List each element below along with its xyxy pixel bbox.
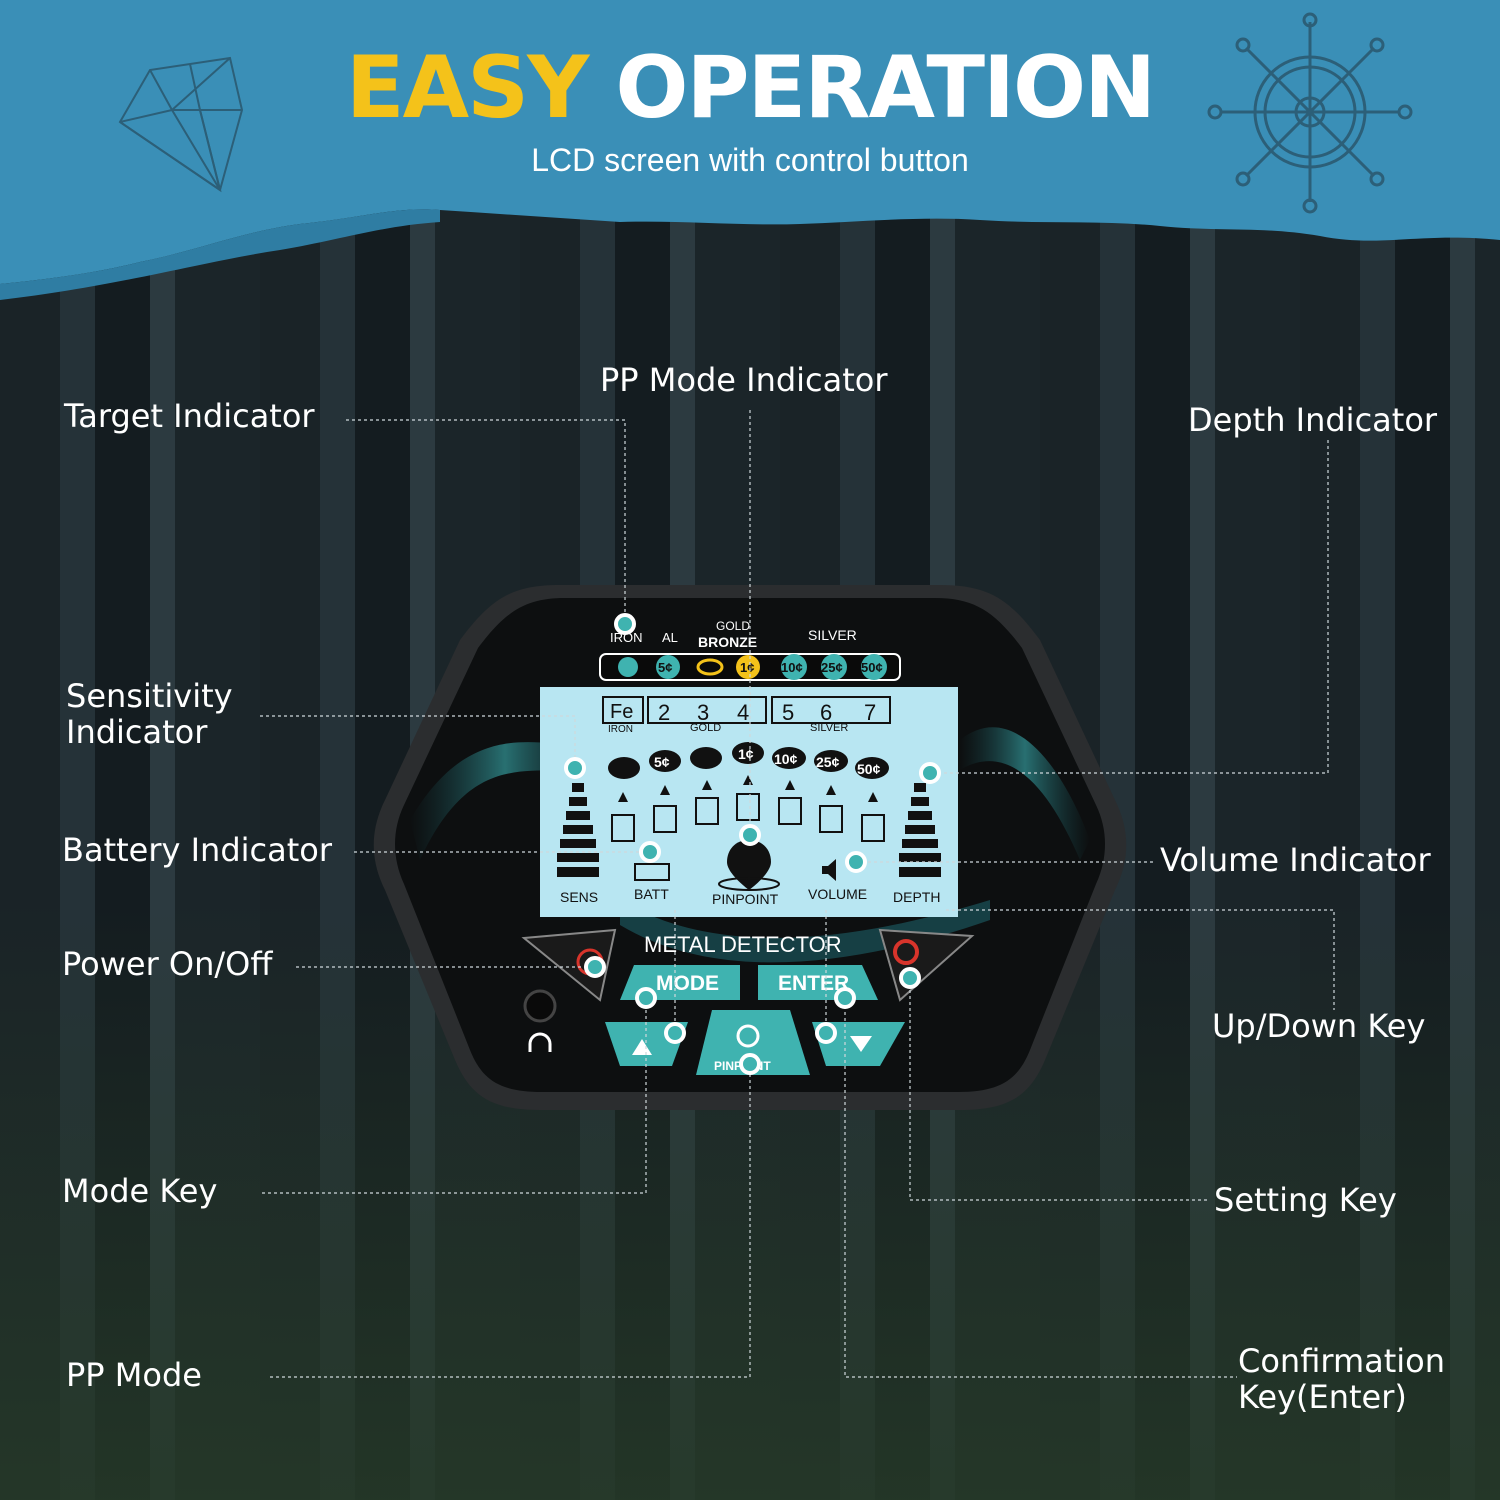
mode-button-label: MODE	[656, 972, 719, 995]
callout-mode-key: Mode Key	[62, 1172, 218, 1210]
strip-coin-1: 1¢	[740, 660, 754, 675]
lcd-seg-4: 4	[737, 700, 749, 725]
lcd-batt-label: BATT	[634, 886, 669, 902]
lcd-seg-5: 5	[782, 700, 794, 725]
lcd-sens-label: SENS	[560, 889, 598, 905]
lcd-seg-fe: Fe	[610, 701, 633, 723]
lcd-depth-label: DEPTH	[893, 889, 940, 905]
lcd-seg-7: 7	[864, 700, 876, 725]
label-silver: SILVER	[808, 627, 857, 643]
callout-battery-indicator: Battery Indicator	[62, 831, 333, 869]
strip-coin-5: 5¢	[658, 660, 672, 675]
callout-up-down-key: Up/Down Key	[1212, 1007, 1426, 1045]
headphones-icon	[528, 1032, 552, 1052]
callout-sensitivity-line1: Sensitivity	[66, 677, 233, 715]
callout-confirmation-line1: Confirmation	[1238, 1342, 1446, 1380]
label-al: AL	[662, 630, 678, 645]
strip-coin-50: 50¢	[861, 660, 883, 675]
diamond-icon	[118, 56, 244, 193]
lcd-gold-label: GOLD	[690, 722, 721, 734]
header-banner	[0, 0, 1500, 300]
enter-button-label: ENTER	[778, 972, 849, 995]
label-gold: GOLD	[716, 619, 750, 633]
strip-coin-25: 25¢	[821, 660, 843, 675]
callout-sensitivity-line2: Indicator	[66, 713, 208, 751]
label-bronze: BRONZE	[698, 634, 757, 650]
callout-confirmation-key: Confirmation Key(Enter)	[1238, 1343, 1445, 1415]
callout-pp-mode-indicator: PP Mode Indicator	[600, 361, 888, 399]
lcd-coin-50: 50¢	[857, 761, 881, 777]
headphone-jack	[523, 989, 557, 1023]
strip-coin-10: 10¢	[781, 660, 803, 675]
callout-volume-indicator: Volume Indicator	[1160, 841, 1431, 879]
enter-button[interactable]: ENTER	[758, 965, 878, 1000]
brand-label: METAL DETECTOR	[644, 932, 842, 957]
lcd-iron-label: IRON	[608, 724, 633, 735]
lcd-silver-label: SILVER	[810, 722, 848, 734]
lcd-seg-6: 6	[820, 700, 832, 725]
ship-wheel-icon	[1207, 12, 1413, 214]
callout-setting-key: Setting Key	[1214, 1181, 1397, 1219]
lcd-seg-2: 2	[658, 700, 670, 725]
lcd-pinpoint-label: PINPOINT	[712, 891, 779, 907]
lcd-coin-5: 5¢	[654, 754, 670, 770]
title-easy: EASY	[345, 38, 590, 138]
label-iron: IRON	[610, 630, 643, 645]
callout-depth-indicator: Depth Indicator	[1188, 401, 1438, 439]
callout-pp-mode: PP Mode	[66, 1356, 202, 1394]
callout-sensitivity-indicator: Sensitivity Indicator	[66, 678, 233, 750]
callout-power-on-off: Power On/Off	[62, 945, 273, 983]
title-operation: OPERATION	[615, 38, 1156, 138]
page-subtitle: LCD screen with control button	[531, 142, 969, 178]
callout-target-indicator: Target Indicator	[64, 397, 315, 435]
lcd-coin-10: 10¢	[774, 751, 798, 767]
lcd-coin-25: 25¢	[816, 754, 840, 770]
lcd-coin-1: 1¢	[738, 746, 754, 762]
lcd-volume-label: VOLUME	[808, 886, 867, 902]
power-button[interactable]	[521, 928, 617, 1002]
callout-confirmation-line2: Key(Enter)	[1238, 1378, 1407, 1416]
lcd-seg-3: 3	[697, 700, 709, 725]
